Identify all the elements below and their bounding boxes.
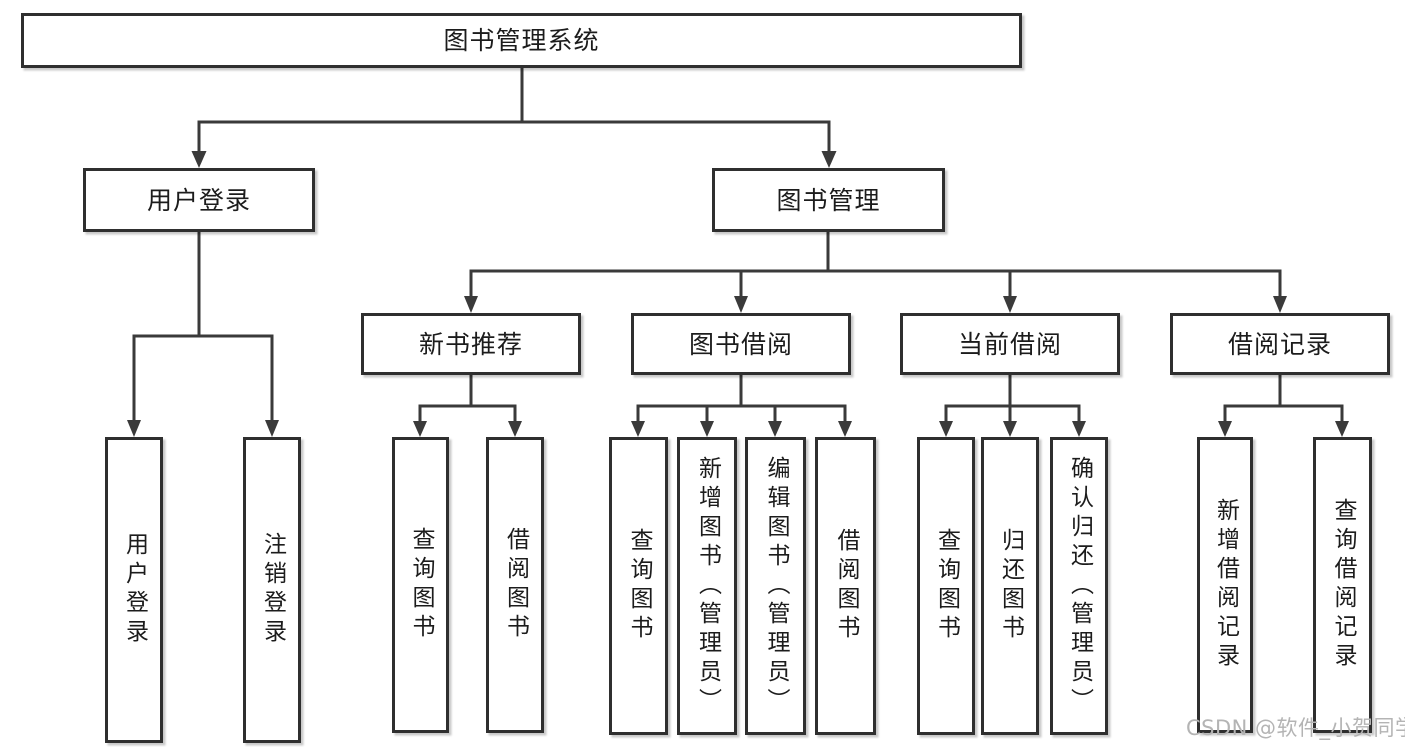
leaf-user-login: 用户登录 xyxy=(105,437,163,743)
node-label: 图书借阅 xyxy=(688,329,793,359)
leaf-bb-query-books: 查询图书 xyxy=(609,437,668,735)
node-label: 图书管理系统 xyxy=(443,26,600,55)
leaf-cb-return-books: 归还图书 xyxy=(981,437,1039,735)
node-label: 用户登录 xyxy=(146,185,251,215)
leaf-label: 用户登录 xyxy=(121,532,148,648)
leaf-bb-edit-books-admin: 编辑图书（管理员） xyxy=(745,437,806,735)
leaf-nb-query-books: 查询图书 xyxy=(392,437,449,733)
leaf-label: 新增图书（管理员） xyxy=(694,455,721,717)
leaf-label: 查询借阅记录 xyxy=(1330,498,1356,672)
leaf-bb-add-books-admin: 新增图书（管理员） xyxy=(677,437,737,735)
leaf-label: 新增借阅记录 xyxy=(1212,498,1239,672)
leaf-br-add-record: 新增借阅记录 xyxy=(1197,437,1253,733)
node-book-management: 图书管理 xyxy=(712,168,945,232)
node-book-borrowing: 图书借阅 xyxy=(631,313,851,375)
node-label: 图书管理 xyxy=(776,185,881,215)
node-user-login: 用户登录 xyxy=(83,168,315,232)
node-current-borrowing: 当前借阅 xyxy=(900,313,1120,375)
leaf-label: 编辑图书（管理员） xyxy=(763,455,789,717)
leaf-nb-borrow-books: 借阅图书 xyxy=(486,437,544,733)
watermark: CSDN @软件_小贺同学 xyxy=(1186,716,1405,740)
node-label: 借阅记录 xyxy=(1227,329,1332,359)
node-label: 当前借阅 xyxy=(957,329,1062,359)
leaf-logout: 注销登录 xyxy=(243,437,301,743)
leaf-label: 注销登录 xyxy=(259,532,286,648)
leaf-label: 查询图书 xyxy=(626,528,652,644)
leaf-label: 归还图书 xyxy=(997,528,1024,644)
leaf-label: 查询图书 xyxy=(408,527,434,643)
node-borrow-records: 借阅记录 xyxy=(1170,313,1390,375)
leaf-label: 确认归还（管理员） xyxy=(1066,455,1093,717)
arrowheads xyxy=(127,151,1349,437)
leaf-cb-confirm-return-admin: 确认归还（管理员） xyxy=(1050,437,1108,735)
node-label: 新书推荐 xyxy=(418,329,523,359)
leaf-label: 借阅图书 xyxy=(502,527,529,643)
leaf-br-query-record: 查询借阅记录 xyxy=(1313,437,1372,733)
leaf-bb-borrow-books: 借阅图书 xyxy=(815,437,876,735)
node-new-book-recommend: 新书推荐 xyxy=(361,313,581,375)
node-root: 图书管理系统 xyxy=(21,13,1022,68)
leaf-cb-query-books: 查询图书 xyxy=(917,437,975,735)
leaf-label: 查询图书 xyxy=(933,528,960,644)
leaf-label: 借阅图书 xyxy=(833,528,859,644)
